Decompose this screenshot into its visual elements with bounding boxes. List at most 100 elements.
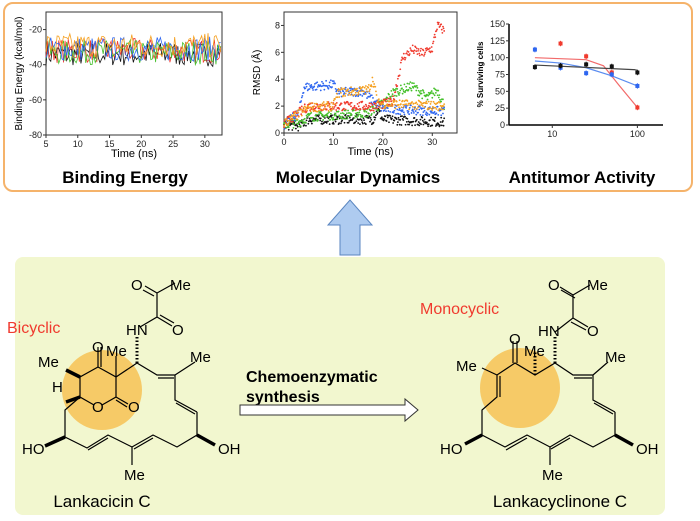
data-point: [300, 113, 303, 116]
data-point: [418, 94, 421, 97]
data-point: [365, 105, 368, 108]
data-point: [398, 91, 401, 94]
svg-text:O: O: [587, 323, 599, 340]
data-point: [413, 49, 416, 52]
data-point: [284, 122, 287, 125]
data-point: [434, 88, 437, 91]
data-point: [284, 118, 287, 121]
svg-text:Me: Me: [605, 349, 626, 366]
data-point: [351, 87, 354, 90]
data-point: [384, 106, 387, 109]
data-point: [397, 112, 400, 115]
data-point: [285, 126, 288, 129]
data-point: [402, 57, 405, 60]
data-point: [378, 105, 380, 108]
data-point: [422, 90, 425, 92]
data-point: [310, 102, 313, 104]
data-point: [359, 93, 362, 96]
data-point: [287, 128, 290, 131]
data-point: [417, 48, 420, 50]
data-point: [398, 74, 401, 77]
data-point: [301, 94, 304, 97]
data-point: [334, 82, 336, 85]
data-point: [292, 126, 295, 129]
data-point: [419, 50, 422, 52]
svg-text:OH: OH: [636, 441, 659, 458]
data-point: [403, 83, 406, 86]
data-point: [430, 107, 433, 110]
series-green-points: [283, 81, 446, 129]
data-point: [414, 85, 417, 88]
data-point: [347, 109, 349, 112]
data-point: [321, 104, 323, 107]
data-point: [293, 123, 295, 126]
data-point: [331, 108, 333, 111]
data-point: [310, 111, 313, 114]
y-tick-label: 50: [495, 86, 505, 96]
data-point: [418, 52, 421, 55]
data-point: [321, 102, 324, 105]
bicyclic-highlight: [62, 350, 142, 430]
data-point: [411, 108, 414, 111]
data-point: [386, 116, 389, 119]
data-point: [412, 120, 415, 123]
data-point: [344, 95, 346, 97]
data-point: [376, 100, 379, 103]
data-point: [356, 94, 359, 96]
plot-frame: [283, 11, 458, 134]
data-point: [429, 119, 431, 122]
data-point: [372, 109, 375, 112]
data-point: [290, 118, 293, 120]
data-point: [418, 91, 421, 94]
data-point: [364, 123, 367, 125]
data-point: [414, 124, 416, 127]
data-point: [389, 95, 392, 98]
data-point: [389, 98, 392, 101]
data-point: [319, 84, 322, 87]
data-point: [420, 123, 422, 126]
data-point: [297, 115, 300, 118]
svg-text:HO: HO: [440, 441, 463, 458]
data-point: [376, 112, 379, 114]
data-point: [384, 115, 387, 118]
data-point: [340, 122, 342, 125]
data-point: [359, 108, 362, 111]
data-point: [367, 112, 370, 115]
data-point: [402, 105, 405, 108]
data-point: [400, 106, 403, 109]
data-point: [635, 70, 640, 75]
data-point: [442, 98, 444, 101]
data-point: [431, 96, 434, 99]
data-point: [309, 110, 312, 113]
data-point: [532, 47, 537, 52]
data-point: [415, 89, 418, 92]
data-point: [329, 118, 332, 121]
data-point: [430, 90, 433, 92]
data-point: [293, 119, 296, 122]
data-point: [329, 112, 332, 115]
molecular-dynamics-title: Molecular Dynamics: [275, 168, 441, 187]
data-point: [437, 113, 440, 116]
monocyclic-highlight: [480, 348, 560, 428]
data-point: [435, 108, 438, 110]
x-tick-label: 15: [105, 139, 115, 149]
data-point: [443, 30, 446, 32]
data-point: [319, 105, 322, 108]
data-point: [375, 105, 378, 107]
data-point: [399, 118, 402, 121]
svg-text:Me: Me: [38, 354, 59, 371]
svg-text:O: O: [128, 399, 140, 416]
data-point: [301, 111, 304, 113]
y-tick-label: 8: [275, 20, 280, 30]
data-point: [306, 116, 309, 119]
data-point: [379, 106, 381, 109]
data-point: [338, 96, 341, 98]
data-point: [356, 111, 359, 114]
data-point: [357, 122, 360, 124]
data-point: [392, 95, 395, 98]
data-point: [333, 114, 336, 117]
data-point: [558, 41, 563, 46]
data-point: [584, 71, 589, 76]
x-tick-label: 100: [630, 129, 645, 139]
data-point: [331, 106, 334, 108]
